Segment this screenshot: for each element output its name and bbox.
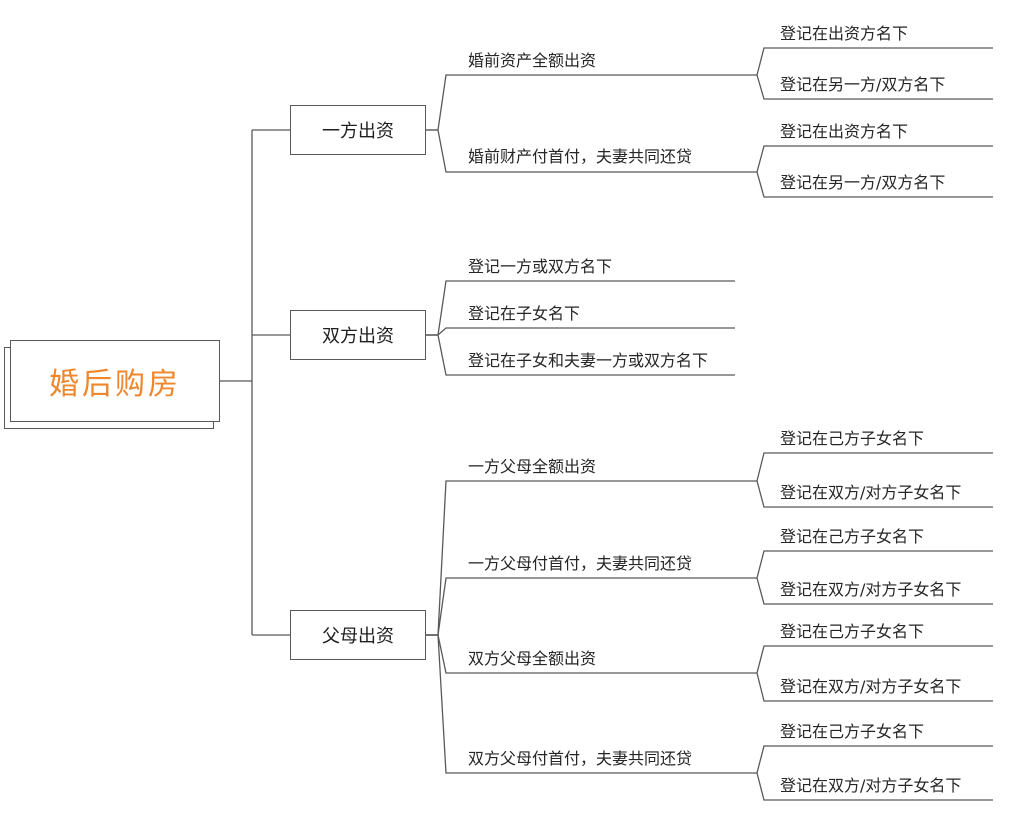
- connector-b3c1-leaf2: [756, 480, 993, 508]
- branch-both-parties-funding-label: 双方出资: [322, 326, 394, 347]
- leaf-registered-both-or-other-child[interactable]: 登记在双方/对方子女名下: [780, 580, 962, 599]
- node-registered-child-and-spouse[interactable]: 登记在子女和夫妻一方或双方名下: [468, 351, 709, 370]
- leaf-registered-own-child[interactable]: 登记在己方子女名下: [780, 527, 925, 546]
- connector-b1-child1: [426, 74, 757, 131]
- node-one-side-parents-downpayment[interactable]: 一方父母付首付，夫妻共同还贷: [468, 554, 693, 573]
- connector-b3c2-leaf2: [756, 577, 993, 605]
- node-premarital-downpayment-joint-repay[interactable]: 婚前财产付首付，夫妻共同还贷: [468, 147, 693, 166]
- leaf-registered-own-child[interactable]: 登记在己方子女名下: [780, 722, 925, 741]
- node-both-parents-full[interactable]: 双方父母全额出资: [468, 649, 597, 668]
- branch-one-party-funding[interactable]: 一方出资: [290, 105, 426, 155]
- connector-b1c1-leaf2: [756, 74, 993, 100]
- connector-b1c2-leaf1: [756, 145, 993, 173]
- connector-b2-child3: [426, 334, 735, 376]
- leaf-registered-both-or-other-child[interactable]: 登记在双方/对方子女名下: [780, 776, 962, 795]
- leaf-registered-funder-name[interactable]: 登记在出资方名下: [780, 122, 909, 141]
- leaf-registered-other-or-both[interactable]: 登记在另一方/双方名下: [780, 75, 946, 94]
- branch-parents-funding[interactable]: 父母出资: [290, 610, 426, 660]
- branch-both-parties-funding[interactable]: 双方出资: [290, 310, 426, 360]
- connector-b1c2-leaf2: [756, 171, 993, 198]
- leaf-registered-funder-name[interactable]: 登记在出资方名下: [780, 24, 909, 43]
- connector-b1c1-leaf1: [756, 47, 993, 76]
- node-premarital-full-payment[interactable]: 婚前资产全额出资: [468, 51, 597, 70]
- connector-b3c1-leaf1: [756, 452, 993, 482]
- connector-b2-child2: [426, 327, 735, 336]
- leaf-registered-both-or-other-child[interactable]: 登记在双方/对方子女名下: [780, 677, 962, 696]
- connector-b3c3-leaf1: [756, 645, 993, 674]
- leaf-registered-own-child[interactable]: 登记在己方子女名下: [780, 622, 925, 641]
- node-both-parents-downpayment[interactable]: 双方父母付首付，夫妻共同还贷: [468, 749, 693, 768]
- connector-b1-child2: [426, 129, 757, 173]
- branch-one-party-funding-label: 一方出资: [322, 121, 394, 142]
- connector-b3c3-leaf2: [756, 672, 993, 702]
- root-node[interactable]: 婚后购房: [10, 340, 220, 422]
- connector-b3c2-leaf1: [756, 550, 993, 579]
- leaf-registered-both-or-other-child[interactable]: 登记在双方/对方子女名下: [780, 483, 962, 502]
- connector-b3-child2: [426, 577, 757, 636]
- leaf-registered-other-or-both[interactable]: 登记在另一方/双方名下: [780, 173, 946, 192]
- root-node-label: 婚后购房: [49, 367, 181, 402]
- node-registered-child-name[interactable]: 登记在子女名下: [468, 304, 581, 323]
- connector-b3-child4: [426, 634, 757, 774]
- leaf-registered-own-child[interactable]: 登记在己方子女名下: [780, 429, 925, 448]
- node-registered-one-or-both[interactable]: 登记一方或双方名下: [468, 257, 613, 276]
- connector-b3c4-leaf2: [756, 772, 993, 801]
- node-one-side-parents-full[interactable]: 一方父母全额出资: [468, 457, 597, 476]
- connector-b3c4-leaf1: [756, 745, 993, 774]
- branch-parents-funding-label: 父母出资: [322, 626, 394, 647]
